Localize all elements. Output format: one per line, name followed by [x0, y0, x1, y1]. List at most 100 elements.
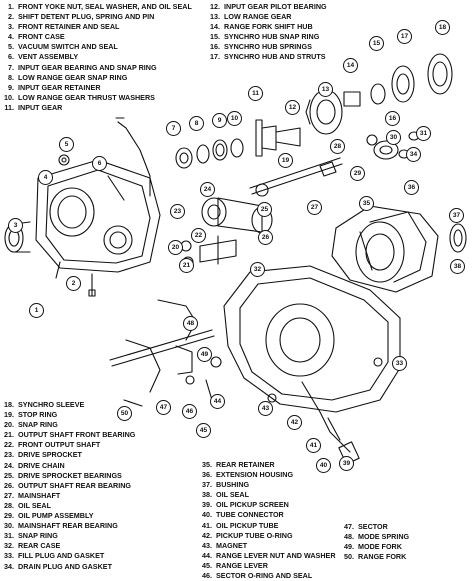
legend-item: 40.TUBE CONNECTOR: [200, 510, 336, 520]
vacuum-switch: [58, 154, 70, 166]
legend-item: 23.DRIVE SPROCKET: [2, 450, 135, 460]
legend-item-text: LOW RANGE GEAR SNAP RING: [18, 72, 128, 82]
callout-12: 12: [285, 100, 300, 115]
legend-item-number: 19.: [4, 410, 14, 420]
legend-item-text: OIL PICKUP SCREEN: [216, 500, 289, 510]
callout-2: 2: [66, 276, 81, 291]
legend-item-text: FRONT OUTPUT SHAFT: [18, 440, 101, 450]
callout-39: 39: [339, 456, 354, 471]
legend-item-number: 36.: [202, 470, 212, 480]
callout-22: 22: [191, 228, 206, 243]
callout-15: 15: [369, 36, 384, 51]
legend-item-text: REAR RETAINER: [216, 460, 275, 469]
callout-29: 29: [350, 166, 365, 181]
legend-item: 11. INPUT GEAR: [2, 103, 192, 113]
legend-top-left: 1.FRONT YOKE NUT, SEAL WASHER, AND OIL S…: [2, 2, 192, 113]
callout-34: 34: [406, 147, 421, 162]
callout-21: 21: [179, 258, 194, 273]
legend-item-text: SYNCHRO HUB SNAP RING: [224, 32, 320, 42]
callout-16: 16: [385, 111, 400, 126]
legend-item: 42.PICKUP TUBE O-RING: [200, 531, 336, 541]
legend-item-text: REAR CASE: [18, 541, 61, 551]
callout-9: 9: [212, 113, 227, 128]
legend-item-number: 42.: [202, 530, 212, 540]
legend-item: 5.VACUUM SWITCH AND SEAL: [2, 42, 192, 52]
legend-item-text: TUBE CONNECTOR: [216, 510, 284, 520]
legend-item: 43.MAGNET: [200, 541, 336, 551]
legend-item-number: 33.: [4, 551, 14, 561]
legend-item-number: 25.: [4, 470, 14, 480]
legend-item: 50.RANGE FORK: [342, 552, 409, 562]
legend-item: 35.REAR RETAINER: [200, 460, 336, 470]
legend-item-number: 11.: [4, 102, 14, 112]
oil-pump: [366, 131, 420, 160]
callout-44: 44: [210, 394, 225, 409]
callout-6: 6: [92, 156, 107, 171]
synchro-hub: [343, 53, 453, 107]
legend-item: 30.MAINSHAFT REAR BEARING: [2, 521, 135, 531]
legend-item-number: 22.: [4, 440, 14, 450]
legend-item: 48.MODE SPRING: [342, 532, 409, 542]
legend-item: 22. FRONT OUTPUT SHAFT: [2, 440, 135, 450]
callout-48: 48: [183, 316, 198, 331]
legend-item-text: LOW RANGE GEAR: [224, 12, 292, 22]
legend-item-text: INPUT GEAR PILOT BEARING: [224, 2, 327, 11]
legend-item-text: OIL SEAL: [216, 490, 250, 500]
legend-item-number: 41.: [202, 520, 212, 530]
legend-item-text: SNAP RING: [18, 420, 58, 430]
legend-item: 47.SECTOR: [342, 522, 409, 532]
legend-item: 31.SNAP RING: [2, 531, 135, 541]
legend-item: 2.SHIFT DETENT PLUG, SPRING AND PIN: [2, 12, 192, 22]
legend-item-number: 34.: [4, 561, 14, 571]
callout-37: 37: [449, 208, 464, 223]
vent-assembly: [115, 117, 151, 197]
legend-item-text: DRIVE SPROCKET BEARINGS: [18, 470, 122, 480]
legend-item: 6.VENT ASSEMBLY: [2, 52, 192, 62]
callout-17: 17: [397, 29, 412, 44]
legend-item: 3.FRONT RETAINER AND SEAL: [2, 22, 192, 32]
callout-47: 47: [156, 400, 171, 415]
legend-item: 41.OIL PICKUP TUBE: [200, 521, 336, 531]
callout-26: 26: [258, 230, 273, 245]
rear-case: [223, 265, 401, 413]
legend-item-text: INPUT GEAR: [18, 102, 63, 112]
callout-32: 32: [250, 262, 265, 277]
legend-item-text: RANGE LEVER NUT AND WASHER: [216, 550, 336, 560]
callout-20: 20: [168, 240, 183, 255]
legend-item: 24.DRIVE CHAIN: [2, 461, 135, 471]
legend-item-number: 31.: [4, 531, 14, 541]
legend-item-number: 18.: [4, 400, 14, 409]
callout-4: 4: [38, 170, 53, 185]
callout-45: 45: [196, 423, 211, 438]
legend-item: 20.SNAP RING: [2, 420, 135, 430]
legend-item-text: FILL PLUG AND GASKET: [18, 551, 105, 561]
legend-item: 39.OIL PICKUP SCREEN: [200, 500, 336, 510]
callout-10: 10: [227, 111, 242, 126]
legend-item-number: 27.: [4, 490, 14, 500]
legend-item-text: LOW RANGE GEAR THRUST WASHERS: [18, 92, 155, 102]
legend-item-number: 29.: [4, 511, 14, 521]
legend-item-number: 4.: [8, 32, 14, 42]
legend-item: 1.FRONT YOKE NUT, SEAL WASHER, AND OIL S…: [2, 2, 192, 12]
legend-item-number: 48.: [344, 532, 354, 542]
legend-item: 28.OIL SEAL: [2, 501, 135, 511]
legend-item-text: FRONT YOKE NUT, SEAL WASHER, AND OIL SEA…: [18, 2, 192, 11]
legend-item-text: FRONT RETAINER AND SEAL: [18, 22, 120, 32]
legend-item-text: MAINSHAFT REAR BEARING: [18, 521, 118, 531]
input-gear-bearing: [175, 138, 244, 169]
legend-item-number: 37.: [202, 480, 212, 490]
callout-25: 25: [257, 202, 272, 217]
legend-item: 21.OUTPUT SHAFT FRONT BEARING: [2, 430, 135, 440]
legend-item: 29. OIL PUMP ASSEMBLY: [2, 511, 135, 521]
legend-item-text: EXTENSION HOUSING: [216, 470, 294, 480]
legend-item-number: 10.: [4, 92, 14, 102]
legend-item-text: SHIFT DETENT PLUG, SPRING AND PIN: [18, 12, 155, 22]
legend-item-text: FRONT CASE: [18, 32, 65, 42]
legend-item-number: 26.: [4, 480, 14, 490]
legend-item-text: OIL PUMP ASSEMBLY: [18, 511, 94, 521]
legend-item-number: 46.: [202, 571, 212, 581]
legend-item-text: SYNCHRO HUB SPRINGS: [224, 42, 312, 52]
